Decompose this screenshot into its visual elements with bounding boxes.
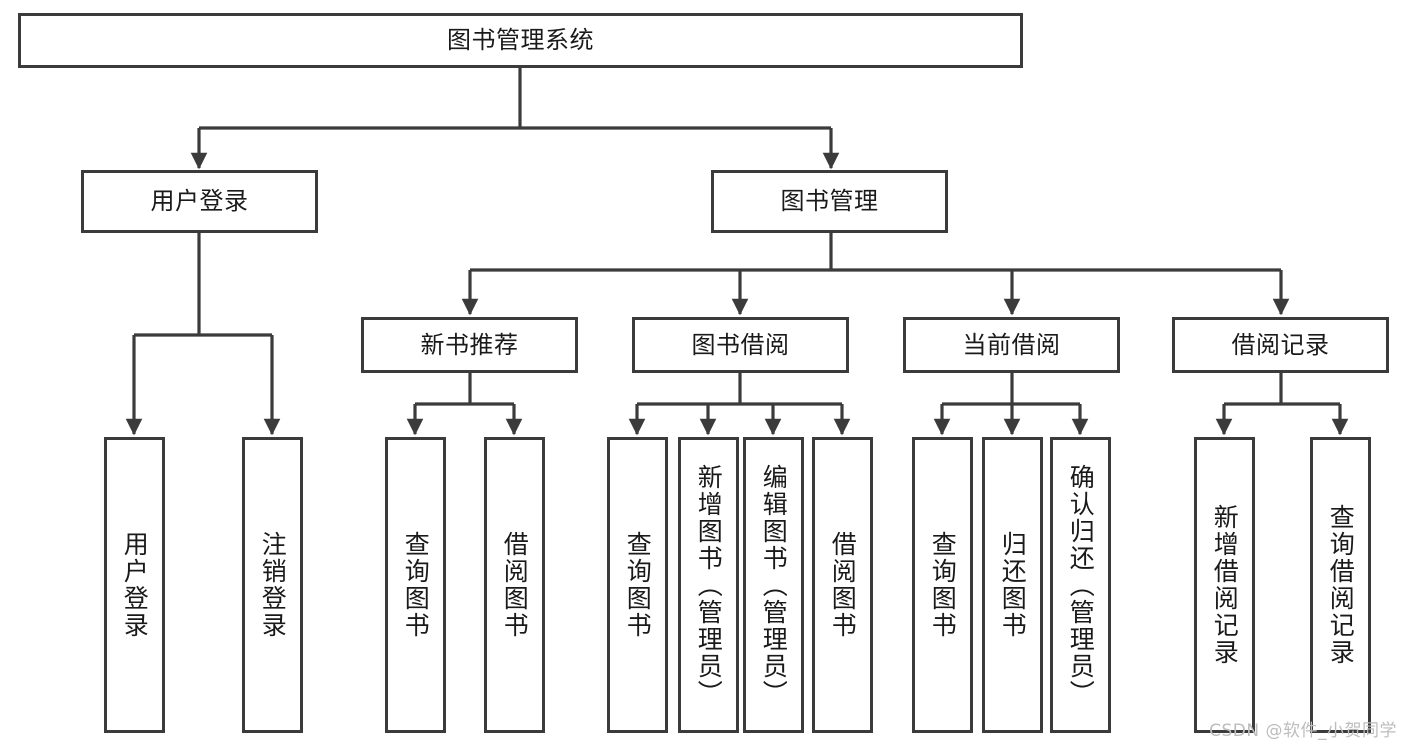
node-leaf-return-book[interactable]: 归还图书	[982, 437, 1043, 733]
node-label: 新书推荐	[420, 330, 519, 359]
node-leaf-query-borrow-record[interactable]: 查询借阅记录	[1310, 437, 1371, 733]
node-leaf-query-book-cb[interactable]: 查询图书	[912, 437, 973, 733]
node-label: 查询图书	[928, 531, 958, 639]
node-label: 用户登录	[120, 531, 150, 639]
node-root-book-management-system[interactable]: 图书管理系统	[18, 13, 1023, 68]
node-label: 归还图书	[998, 531, 1028, 639]
node-label: 新增图书（管理员）	[694, 463, 724, 707]
node-leaf-edit-book-admin[interactable]: 编辑图书（管理员）	[743, 437, 804, 733]
node-label: 编辑图书（管理员）	[759, 463, 789, 707]
node-label: 注销登录	[258, 531, 288, 639]
node-label: 查询借阅记录	[1326, 504, 1356, 666]
node-label: 图书借阅	[691, 330, 790, 359]
node-leaf-query-book-nbr[interactable]: 查询图书	[385, 437, 446, 733]
node-leaf-query-book-bb[interactable]: 查询图书	[607, 437, 668, 733]
node-book-management[interactable]: 图书管理	[711, 170, 948, 233]
node-leaf-user-login[interactable]: 用户登录	[104, 437, 165, 733]
node-leaf-add-borrow-record[interactable]: 新增借阅记录	[1194, 437, 1255, 733]
node-label: 查询图书	[401, 531, 431, 639]
node-user-login[interactable]: 用户登录	[81, 170, 318, 233]
node-label: 借阅图书	[500, 531, 530, 639]
node-label: 用户登录	[150, 187, 249, 216]
node-label: 借阅图书	[828, 531, 858, 639]
node-new-book-recommendation[interactable]: 新书推荐	[361, 317, 578, 373]
node-leaf-add-book-admin[interactable]: 新增图书（管理员）	[678, 437, 739, 733]
node-label: 图书管理系统	[447, 26, 594, 55]
node-current-borrowing[interactable]: 当前借阅	[903, 317, 1120, 373]
node-book-borrowing[interactable]: 图书借阅	[632, 317, 849, 373]
node-label: 确认归还（管理员）	[1066, 463, 1096, 707]
node-label: 当前借阅	[962, 330, 1061, 359]
node-borrowing-record[interactable]: 借阅记录	[1172, 317, 1389, 373]
node-leaf-borrow-book-nbr[interactable]: 借阅图书	[484, 437, 545, 733]
node-label: 图书管理	[780, 187, 879, 216]
node-label: 借阅记录	[1231, 330, 1330, 359]
node-label: 查询图书	[623, 531, 653, 639]
node-label: 新增借阅记录	[1210, 504, 1240, 666]
node-leaf-confirm-return-admin[interactable]: 确认归还（管理员）	[1050, 437, 1111, 733]
node-leaf-logout[interactable]: 注销登录	[242, 437, 303, 733]
node-leaf-borrow-book-bb[interactable]: 借阅图书	[812, 437, 873, 733]
